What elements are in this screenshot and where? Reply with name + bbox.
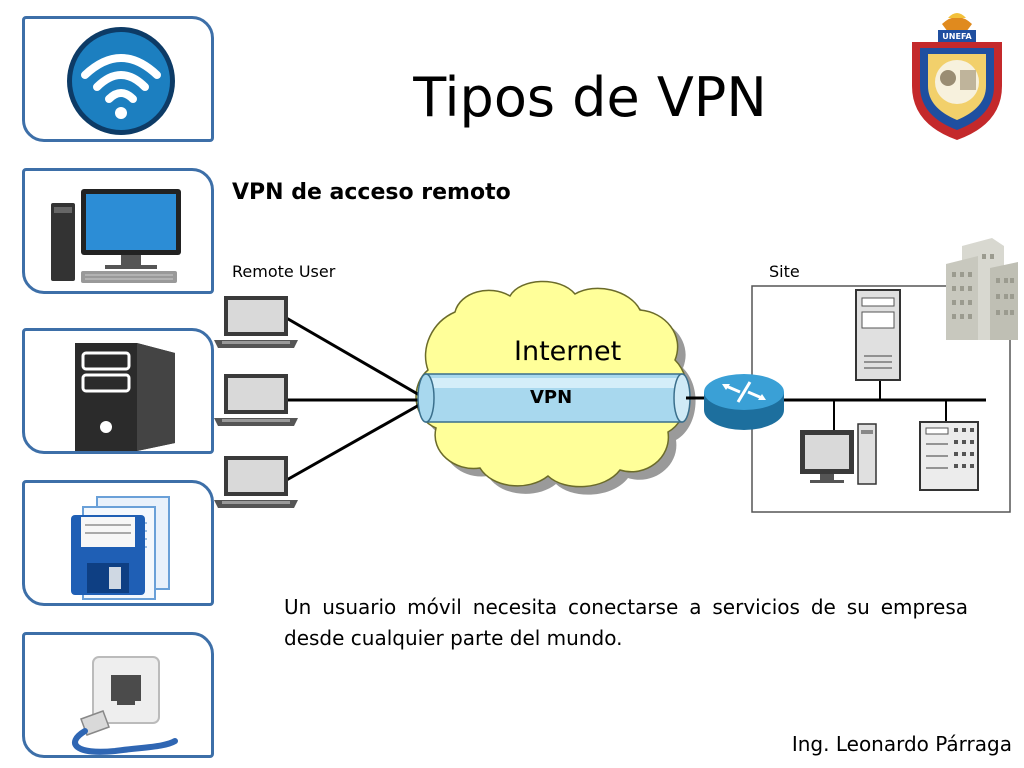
- office-building-icon: [946, 238, 1018, 340]
- rack-server-icon: [919, 421, 979, 491]
- logo-text: UNEFA: [942, 32, 972, 41]
- author-credit: Ing. Leonardo Párraga: [791, 732, 1012, 756]
- diagram-subtitle: VPN de acceso remoto: [232, 180, 511, 205]
- wifi-icon: [67, 27, 175, 135]
- internet-label: Internet: [514, 336, 622, 367]
- vpn-tunnel: [417, 373, 691, 423]
- tower-server-icon: [855, 289, 901, 381]
- sidebar-tile-documents: [22, 480, 214, 606]
- description-text: Un usuario móvil necesita conectarse a s…: [284, 595, 968, 650]
- remote-link-1: [275, 310, 429, 402]
- remote-user-label: Remote User: [232, 262, 336, 281]
- page-title: Tipos de VPN: [413, 66, 767, 129]
- sidebar-tile-server: [22, 328, 214, 454]
- sidebar-tile-wifi: [22, 16, 214, 142]
- vpn-tunnel-label: VPN: [530, 387, 573, 408]
- floppy-documents-icon: [71, 496, 170, 600]
- network-port-icon: [72, 656, 178, 755]
- site-label: Site: [769, 262, 800, 281]
- university-seal-logo: UNEFA: [912, 13, 1002, 140]
- laptop-icon: [214, 374, 298, 426]
- remote-link-3: [275, 398, 429, 488]
- router-icon: [704, 374, 784, 430]
- laptop-icon: [214, 456, 298, 508]
- sidebar-tile-desktop: [22, 168, 214, 294]
- desktop-computer-icon: [51, 189, 181, 283]
- sidebar-tile-network-port: [22, 632, 214, 758]
- laptop-icon: [214, 296, 298, 348]
- workstation-icon: [800, 423, 877, 485]
- server-icon: [75, 343, 175, 451]
